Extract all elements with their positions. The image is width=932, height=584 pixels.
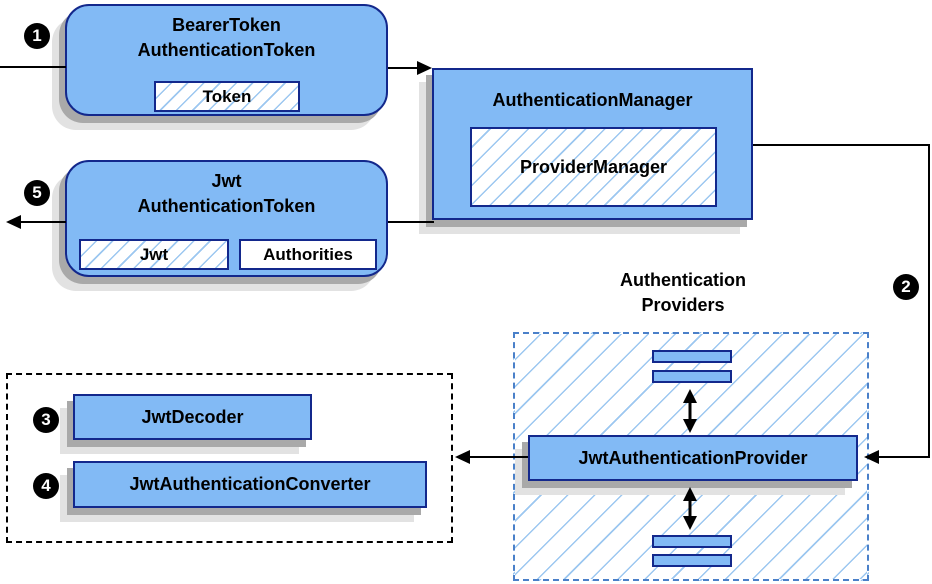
provider-placeholder-bar: [652, 350, 732, 363]
jwt-decoder-label: JwtDecoder: [141, 406, 244, 427]
provider-manager-label: ProviderManager: [519, 156, 668, 177]
jwt-token-title-line1: Jwt: [211, 171, 242, 191]
bearer-token-title: BearerToken AuthenticationToken: [67, 13, 386, 63]
step-3-badge: 3: [33, 407, 59, 433]
token-chip: Token: [154, 81, 300, 112]
token-chip-label: Token: [202, 86, 252, 106]
authorities-chip-label: Authorities: [263, 244, 353, 264]
authentication-providers-label-line2: Providers: [641, 295, 725, 315]
jwt-authentication-token-node: Jwt AuthenticationToken Jwt Authorities: [65, 160, 388, 277]
authentication-manager-node: AuthenticationManager ProviderManager: [432, 68, 753, 220]
bearer-token-authentication-token-node: BearerToken AuthenticationToken Token: [65, 4, 388, 116]
authentication-providers-label-line1: Authentication: [620, 270, 746, 290]
provider-manager-box: ProviderManager: [470, 127, 717, 207]
bearer-token-title-line2: AuthenticationToken: [137, 40, 316, 60]
provider-placeholder-bar: [652, 554, 732, 567]
step-2-badge: 2: [893, 274, 919, 300]
jwt-decoder-node: JwtDecoder: [73, 394, 312, 440]
step-1-badge: 1: [24, 23, 50, 49]
outgoing-response-arrow: [6, 215, 66, 229]
step-5-badge: 5: [24, 180, 50, 206]
provider-placeholder-bar: [652, 535, 732, 548]
provider-placeholder-bar: [652, 370, 732, 383]
bearer-token-title-line1: BearerToken: [172, 15, 281, 35]
authorities-chip: Authorities: [239, 239, 377, 270]
jwt-authentication-provider-label: JwtAuthenticationProvider: [578, 447, 808, 468]
jwt-token-title-line2: AuthenticationToken: [137, 196, 316, 216]
bearer-to-manager-arrow: [388, 61, 432, 75]
jwt-authentication-converter-node: JwtAuthenticationConverter: [73, 461, 427, 508]
jwt-authentication-provider-node: JwtAuthenticationProvider: [528, 435, 858, 481]
jwt-chip: Jwt: [79, 239, 229, 270]
jwt-authentication-converter-label: JwtAuthenticationConverter: [129, 474, 371, 494]
jwt-chip-label: Jwt: [139, 244, 169, 264]
authentication-manager-title: AuthenticationManager: [492, 90, 693, 110]
step-4-badge: 4: [33, 473, 59, 499]
jwt-token-title: Jwt AuthenticationToken: [67, 169, 386, 219]
authentication-providers-label: Authentication Providers: [580, 268, 786, 318]
